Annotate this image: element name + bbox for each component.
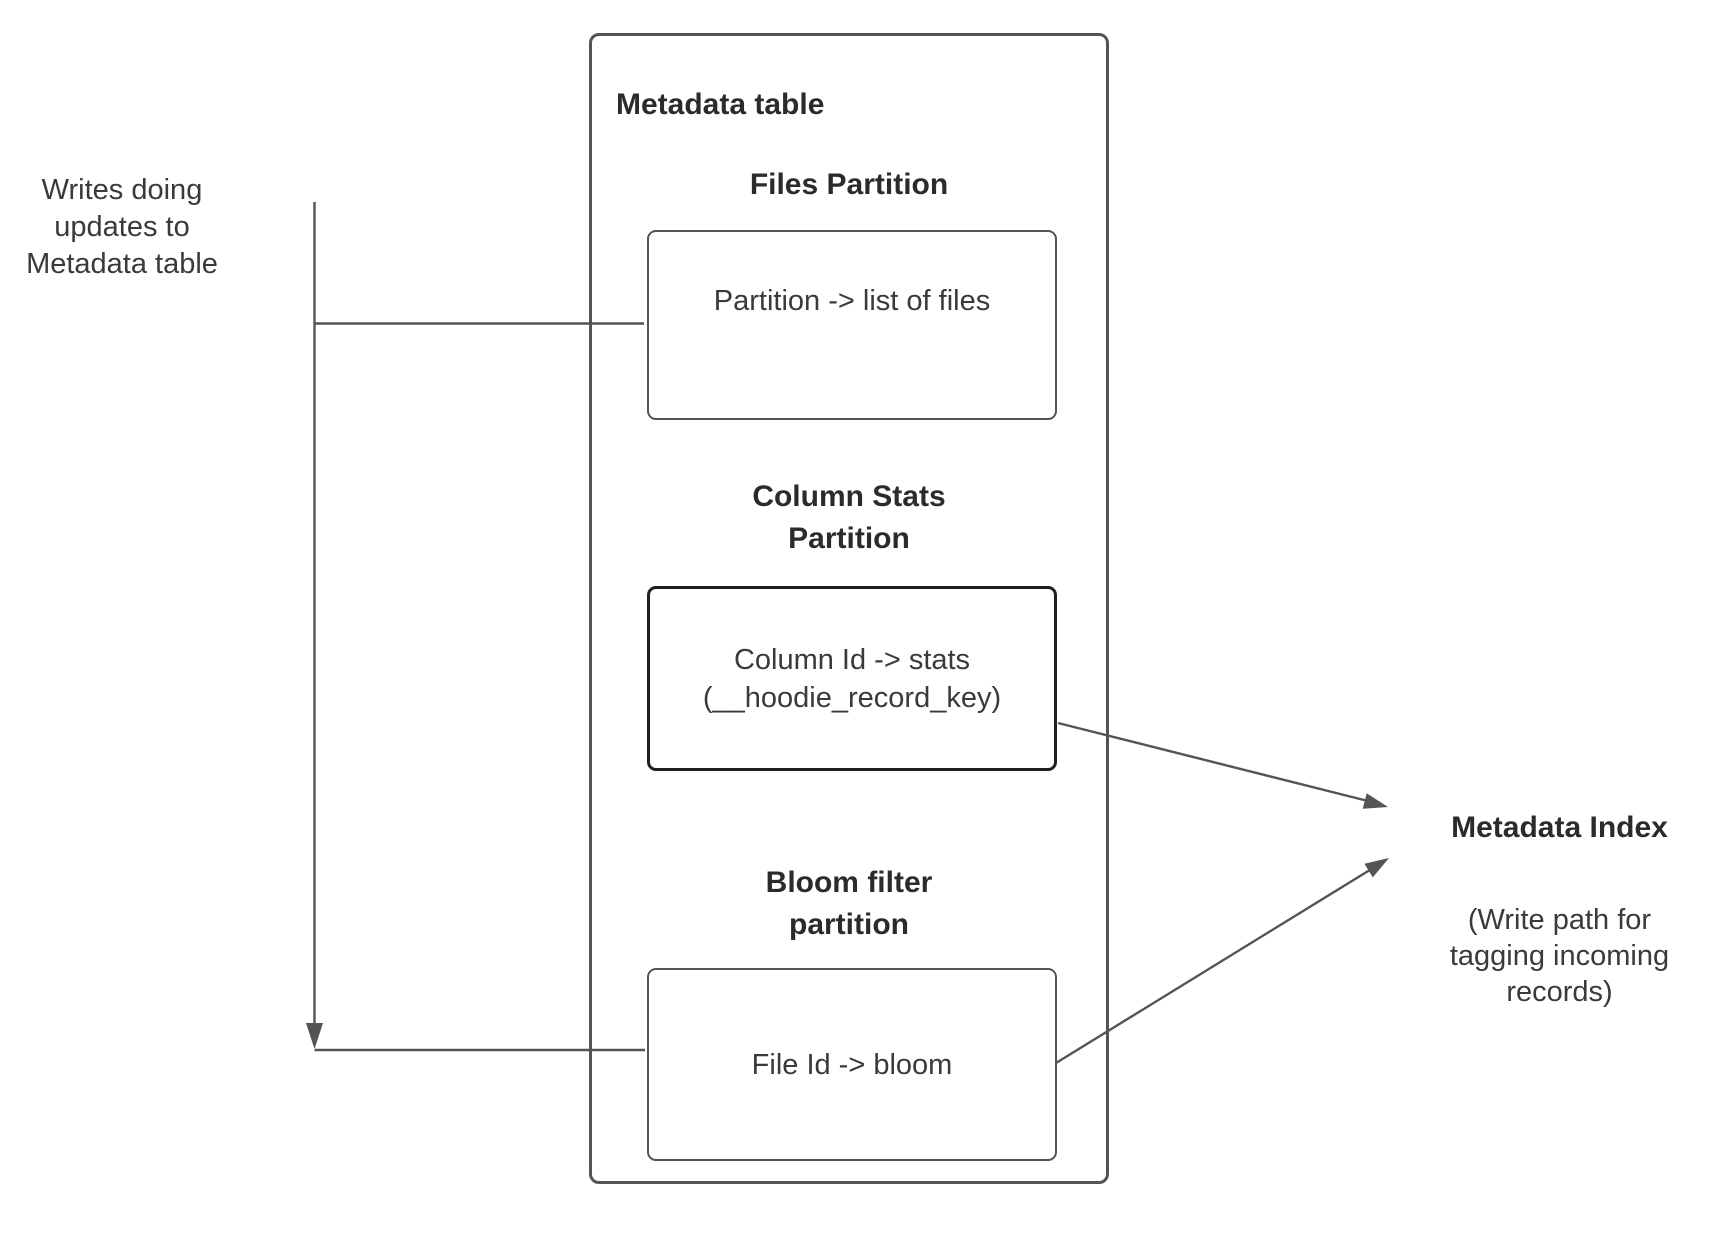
column-stats-partition-heading: Column Stats Partition	[752, 480, 946, 555]
bloom-filter-partition-heading: Bloom filter partition	[765, 866, 933, 941]
writes-annotation: Writes doing updates to Metadata table	[26, 174, 218, 280]
column-stats-partition-box: Column Id -> stats (__hoodie_record_key)	[647, 586, 1057, 771]
metadata-index-title: Metadata Index	[1451, 811, 1668, 844]
bloom-filter-partition-mapping: File Id -> bloom	[751, 1048, 953, 1081]
metadata-table-container: Metadata table Files Partition Partition…	[589, 33, 1109, 1184]
metadata-index-note: (Write path for tagging incoming records…	[1449, 904, 1670, 1008]
files-partition-mapping: Partition -> list of files	[713, 285, 991, 317]
column-stats-partition-mapping: Column Id -> stats (__hoodie_record_key)	[702, 643, 1002, 714]
metadata-table-title: Metadata table	[616, 88, 825, 121]
bloom-filter-partition-box: File Id -> bloom	[647, 968, 1057, 1161]
metadata-index-group: Metadata Index (Write path for tagging i…	[1392, 810, 1718, 1010]
files-partition-heading: Files Partition	[749, 168, 949, 201]
files-partition-box: Partition -> list of files	[647, 230, 1057, 420]
